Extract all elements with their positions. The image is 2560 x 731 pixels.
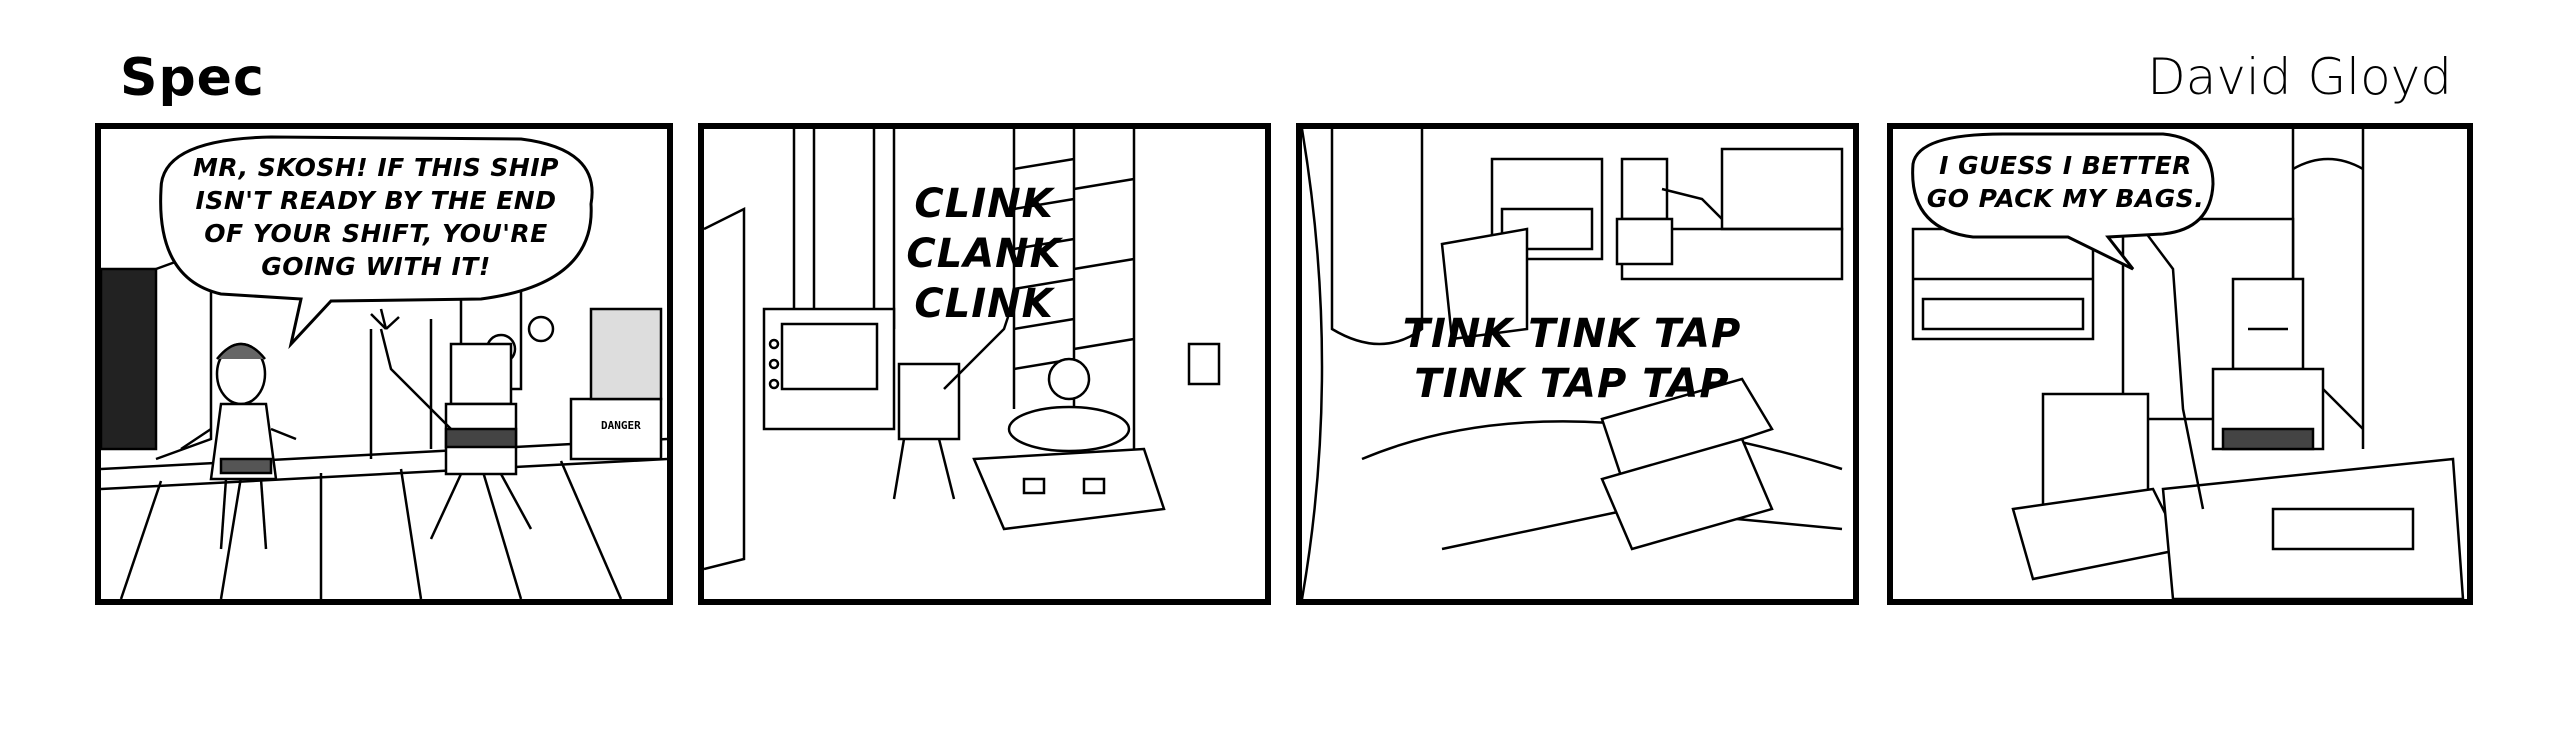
speech-balloon-1: MR, SKOSH! IF THIS SHIP ISN'T READY BY T… <box>166 151 586 283</box>
balloon-line: GO PACK MY BAGS. <box>1926 184 2205 213</box>
balloon-line: I GUESS I BETTER <box>1939 151 2192 180</box>
comic-panel-1: MR, SKOSH! IF THIS SHIP ISN'T READY BY T… <box>95 123 673 605</box>
sfx-line: TINK TINK TAP <box>1402 311 1742 357</box>
speech-balloon-2: I GUESS I BETTER GO PACK MY BAGS. <box>1918 149 2213 215</box>
sound-effect-1: CLINK CLANK CLINK <box>894 179 1074 329</box>
comic-title: Spec <box>120 48 265 108</box>
comic-panel-4: I GUESS I BETTER GO PACK MY BAGS. <box>1887 123 2473 605</box>
panel-1-artwork <box>101 135 667 599</box>
comic-panel-3: TINK TINK TAP TINK TAP TAP <box>1296 123 1859 605</box>
balloon-line: OF YOUR SHIFT, YOU'RE <box>204 219 548 248</box>
sfx-line: CLINK <box>914 181 1054 227</box>
balloon-line: GOING WITH IT! <box>261 252 491 281</box>
sound-effect-2: TINK TINK TAP TINK TAP TAP <box>1392 309 1752 409</box>
balloon-line: ISN'T READY BY THE END <box>195 186 557 215</box>
sfx-line: CLINK <box>914 281 1054 327</box>
sfx-line: CLANK <box>906 231 1062 277</box>
comic-panel-2: CLINK CLANK CLINK <box>698 123 1271 605</box>
panel-3-artwork <box>1302 129 1844 599</box>
panel-4-artwork <box>1911 129 2465 599</box>
danger-sign: DANGER <box>601 419 641 432</box>
panel-2-artwork <box>704 129 1221 571</box>
comic-author: David Gloyd <box>2147 48 2452 106</box>
balloon-line: MR, SKOSH! IF THIS SHIP <box>193 153 559 182</box>
sfx-line: TINK TAP TAP <box>1414 361 1730 407</box>
